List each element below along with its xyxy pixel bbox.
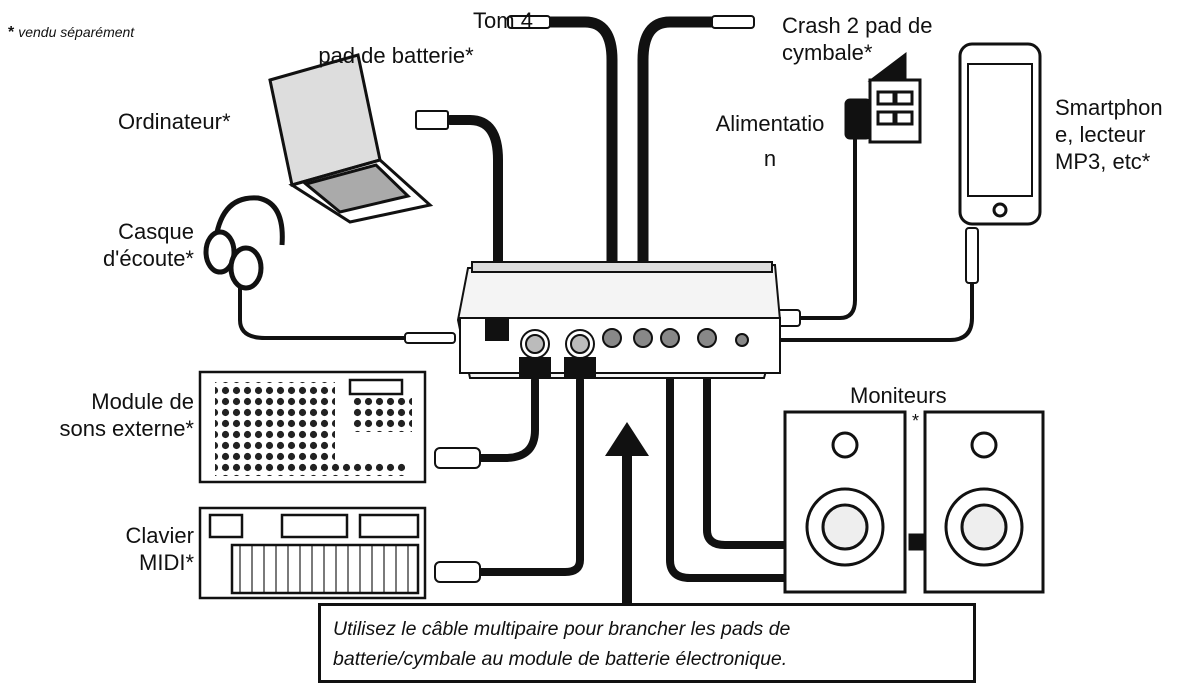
tom-label-line-1: Tom 4 (473, 8, 533, 33)
sound-module-label-line-2: sons externe* (59, 416, 194, 441)
drum-module (456, 261, 782, 379)
crash-label-line-2: cymbale* (782, 40, 873, 65)
crash-cable (637, 16, 721, 298)
power-outlet (844, 51, 922, 144)
sound-module-label-line-1: Module de (91, 389, 194, 414)
footnote: *vendu séparément (8, 24, 134, 42)
laptop (268, 53, 434, 224)
midi-cable-keyboard (474, 376, 584, 576)
monitor-speakers (783, 410, 1045, 594)
sound-module-device (198, 370, 427, 484)
footnote-mark: * (8, 24, 15, 41)
power-label: Alimentatio n (700, 110, 840, 172)
sound-module-label: Module de sons externe* (20, 388, 194, 442)
headphone-cable (238, 276, 417, 340)
power-label-line-1: Alimentatio (715, 111, 825, 136)
midi-plug-2 (434, 561, 481, 583)
tom-label-2: pad de batterie* (280, 42, 512, 69)
keyboard-label: Clavier MIDI* (90, 522, 194, 576)
headphone-plug (404, 332, 456, 344)
tom-cable (544, 16, 618, 298)
monitors-label-line-1: Moniteurs (850, 383, 947, 408)
monitors-mark: * (912, 411, 920, 431)
tom-plug (507, 15, 551, 29)
footnote-text: vendu séparément (18, 24, 135, 40)
monitor-cable-left (666, 361, 794, 582)
usb-plug (415, 110, 449, 130)
arrow-up-icon (605, 422, 649, 604)
cables (238, 16, 974, 582)
callout-line-2: batterie/cymbale au module de batterie é… (333, 648, 788, 670)
monitors-label: Moniteurs (850, 382, 947, 409)
power-label-line-2: n (763, 146, 777, 171)
midi-cable-module (474, 376, 539, 462)
aux-plug (965, 227, 979, 284)
headphones (203, 195, 285, 291)
keyboard-label-line-2: MIDI* (139, 550, 194, 575)
smartphone-label-line-2: e, lecteur (1055, 122, 1146, 147)
midi-plug-1 (434, 447, 481, 469)
monitor-cable-right (703, 361, 794, 549)
crash-label-line-1: Crash 2 pad de (782, 13, 933, 38)
smartphone-label: Smartphon e, lecteur MP3, etc* (1055, 94, 1163, 175)
smartphone-label-line-3: MP3, etc* (1055, 149, 1151, 174)
keyboard-label-line-1: Clavier (125, 523, 194, 548)
usb-cable (445, 115, 503, 305)
tom-label-line-2: pad de batterie* (318, 43, 474, 68)
headphones-label: Casque d'écoute* (60, 218, 194, 272)
crash-plug (711, 15, 755, 29)
crash-label: Crash 2 pad de cymbale* (782, 12, 932, 66)
headphones-label-line-1: Casque (118, 219, 194, 244)
smartphone-label-line-1: Smartphon (1055, 95, 1163, 120)
tom-label: Tom 4 (398, 7, 608, 34)
midi-keyboard-device (198, 506, 427, 600)
power-cable (798, 128, 857, 320)
multicable-callout: Utilisez le câble multipaire pour branch… (318, 603, 976, 683)
smartphone (958, 42, 1042, 226)
computer-label-line-1: Ordinateur* (118, 109, 231, 134)
plugs (404, 15, 979, 583)
computer-label: Ordinateur* (118, 108, 231, 135)
aux-cable (743, 278, 974, 342)
callout-line-1: Utilisez le câble multipaire pour branch… (333, 618, 791, 640)
headphones-label-line-2: d'écoute* (102, 246, 194, 271)
